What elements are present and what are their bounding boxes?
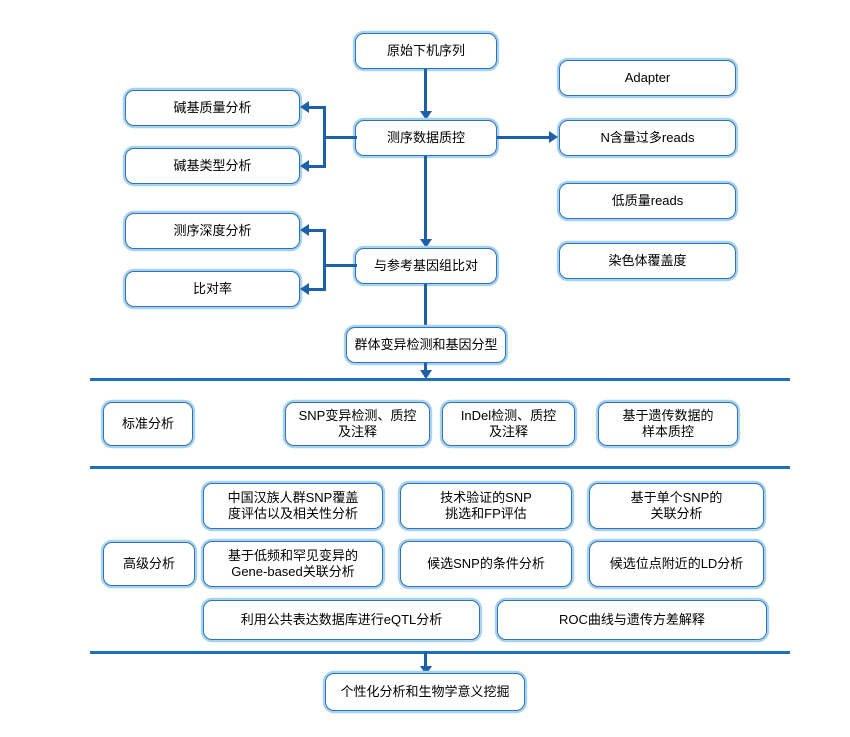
node-advanced-han-snp-coverage[interactable]: 中国汉族人群SNP覆盖 度评估以及相关性分析 (203, 483, 383, 529)
section-label-advanced-analysis-text: 高级分析 (122, 555, 175, 571)
node-advanced-roc-variance-label: ROC曲线与遗传方差解释 (559, 611, 705, 627)
node-raw-sequence[interactable]: 原始下机序列 (355, 33, 497, 69)
node-align-reference[interactable]: 与参考基因组比对 (355, 248, 497, 284)
connector-align-to-variant (424, 284, 427, 330)
node-final-personalized-analysis[interactable]: 个性化分析和生物学意义挖掘 (325, 673, 525, 711)
arrowhead-qc-to-filters (549, 131, 558, 143)
node-align-reference-label: 与参考基因组比对 (373, 257, 478, 273)
node-advanced-han-snp-coverage-label: 中国汉族人群SNP覆盖 度评估以及相关性分析 (227, 489, 359, 521)
arrowhead-align-to-mapping-rate (300, 283, 309, 295)
node-final-personalized-analysis-label: 个性化分析和生物学意义挖掘 (340, 683, 510, 699)
node-data-qc-label: 测序数据质控 (386, 129, 465, 145)
node-base-quality-analysis[interactable]: 碱基质量分析 (125, 90, 300, 126)
connector-align-to-depth (309, 229, 325, 232)
section-label-standard-analysis-text: 标准分析 (121, 415, 174, 431)
section-divider-final (90, 651, 790, 654)
node-filter-low-quality-reads-label: 低质量reads (611, 192, 684, 208)
node-advanced-snp-validation-label: 技术验证的SNP 挑选和FP评估 (440, 489, 532, 521)
connector-align-branch-stem (325, 264, 357, 267)
node-advanced-roc-variance[interactable]: ROC曲线与遗传方差解释 (497, 600, 767, 640)
arrowhead-raw-to-qc (420, 111, 432, 120)
node-standard-sample-qc[interactable]: 基于遗传数据的 样本质控 (598, 402, 738, 446)
connector-align-branch-spine (323, 229, 326, 291)
arrowhead-advanced-to-final (420, 666, 432, 675)
node-advanced-gene-based-association[interactable]: 基于低频和罕见变异的 Gene-based关联分析 (203, 541, 383, 587)
node-variant-calling[interactable]: 群体变异检测和基因分型 (346, 327, 506, 363)
node-chromosome-coverage-label: 染色体覆盖度 (608, 252, 687, 268)
node-mapping-rate[interactable]: 比对率 (125, 271, 300, 307)
connector-advanced-to-final (424, 651, 427, 671)
arrowhead-align-to-depth (300, 224, 309, 236)
node-filter-n-rich-reads[interactable]: N含量过多reads (559, 120, 736, 156)
connector-qc-to-base-type (309, 165, 325, 168)
node-advanced-eqtl-analysis-label: 利用公共表达数据库进行eQTL分析 (240, 611, 443, 627)
node-data-qc[interactable]: 测序数据质控 (355, 120, 497, 156)
arrowhead-qc-to-align (420, 239, 432, 248)
node-mapping-rate-label: 比对率 (192, 280, 232, 296)
node-filter-adapter[interactable]: Adapter (559, 60, 736, 96)
connector-qc-to-base-quality (309, 106, 325, 109)
node-standard-snp-calling-label: SNP变异检测、质控 及注释 (298, 407, 417, 439)
node-raw-sequence-label: 原始下机序列 (386, 42, 465, 58)
node-base-type-analysis-label: 碱基类型分析 (173, 157, 252, 173)
node-sequencing-depth-analysis[interactable]: 测序深度分析 (125, 213, 300, 249)
arrowhead-qc-to-base-type (300, 160, 309, 172)
connector-align-to-mapping-rate (309, 288, 325, 291)
node-standard-snp-calling[interactable]: SNP变异检测、质控 及注释 (285, 402, 430, 446)
node-variant-calling-label: 群体变异检测和基因分型 (354, 336, 498, 352)
connector-qc-to-align (424, 156, 427, 241)
section-divider-advanced (90, 466, 790, 469)
connector-qc-branch-spine (323, 106, 326, 168)
node-base-type-analysis[interactable]: 碱基类型分析 (125, 148, 300, 184)
node-advanced-single-snp-association-label: 基于单个SNP的 关联分析 (630, 489, 723, 521)
node-filter-adapter-label: Adapter (624, 69, 671, 85)
node-advanced-snp-validation[interactable]: 技术验证的SNP 挑选和FP评估 (400, 483, 572, 529)
section-label-advanced-analysis[interactable]: 高级分析 (103, 542, 195, 586)
connector-raw-to-qc (424, 69, 427, 113)
node-advanced-conditional-analysis-label: 候选SNP的条件分析 (427, 555, 545, 571)
node-standard-indel-calling-label: InDel检测、质控 及注释 (460, 407, 557, 439)
section-divider-standard (90, 378, 790, 381)
arrowhead-variant-to-standard (420, 370, 432, 379)
node-advanced-single-snp-association[interactable]: 基于单个SNP的 关联分析 (589, 483, 764, 529)
section-label-standard-analysis[interactable]: 标准分析 (103, 402, 193, 446)
node-advanced-eqtl-analysis[interactable]: 利用公共表达数据库进行eQTL分析 (203, 600, 480, 640)
connector-qc-branch-stem (325, 136, 357, 139)
node-filter-low-quality-reads[interactable]: 低质量reads (559, 183, 736, 219)
node-advanced-gene-based-association-label: 基于低频和罕见变异的 Gene-based关联分析 (227, 547, 358, 579)
node-advanced-conditional-analysis[interactable]: 候选SNP的条件分析 (400, 541, 572, 587)
node-standard-indel-calling[interactable]: InDel检测、质控 及注释 (442, 402, 575, 446)
node-advanced-ld-analysis[interactable]: 候选位点附近的LD分析 (589, 541, 764, 587)
connector-qc-to-filters (497, 136, 550, 139)
node-standard-sample-qc-label: 基于遗传数据的 样本质控 (622, 407, 714, 439)
arrowhead-qc-to-base-quality (300, 101, 309, 113)
node-filter-n-rich-reads-label: N含量过多reads (600, 129, 695, 145)
node-chromosome-coverage[interactable]: 染色体覆盖度 (559, 243, 736, 279)
node-advanced-ld-analysis-label: 候选位点附近的LD分析 (609, 555, 744, 571)
node-base-quality-analysis-label: 碱基质量分析 (173, 99, 252, 115)
node-sequencing-depth-analysis-label: 测序深度分析 (173, 222, 252, 238)
